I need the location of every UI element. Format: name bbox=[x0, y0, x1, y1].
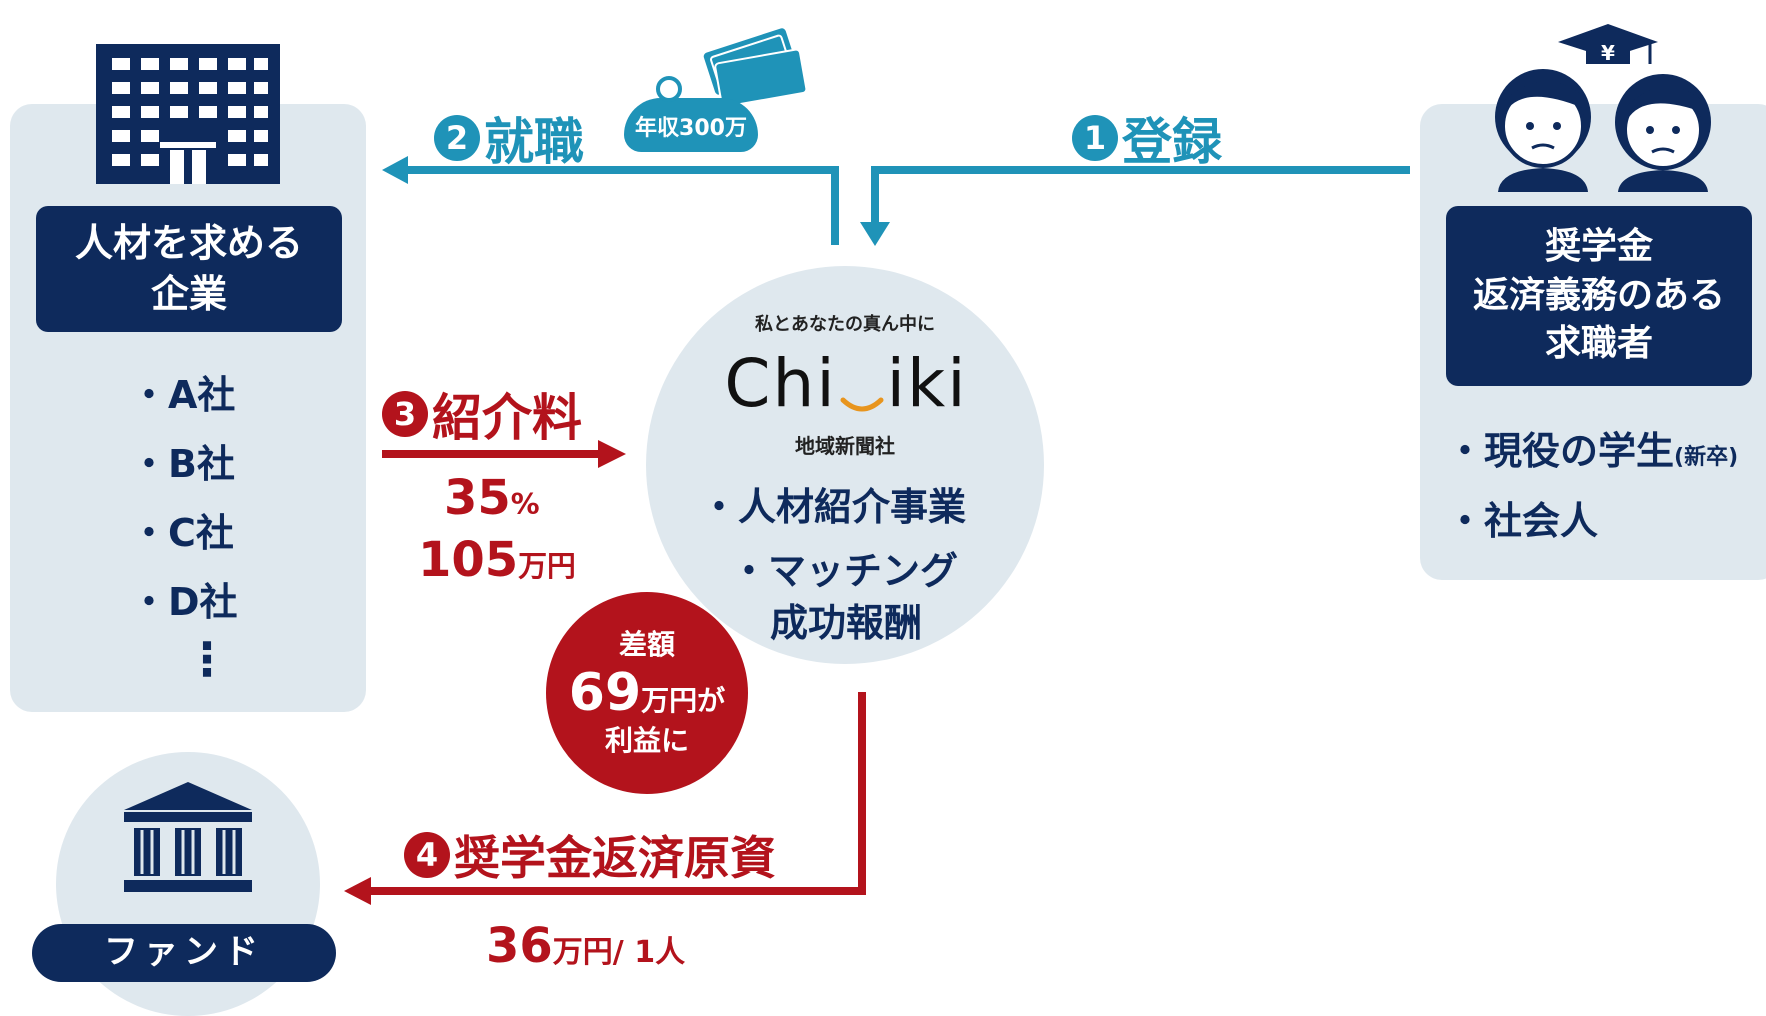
repayment-unit: 万円 bbox=[552, 935, 613, 970]
repayment-arrowhead bbox=[344, 877, 371, 905]
repayment-amount: 36万円/ 1人 bbox=[486, 918, 685, 974]
center-org-name: 地域新聞社 bbox=[795, 434, 895, 458]
step1-text: 登録 bbox=[1122, 113, 1222, 171]
center-service-2-line1: ・マッチング bbox=[730, 549, 959, 593]
center-tagline: 私とあなたの真ん中に bbox=[755, 314, 935, 335]
fund-label-box: ファンド bbox=[32, 924, 336, 982]
seeker-title-line2: 返済義務のある bbox=[1472, 274, 1725, 316]
registration-arrowhead bbox=[860, 222, 890, 246]
repayment-per: / 1人 bbox=[612, 935, 686, 970]
money-icon: ¥ bbox=[690, 20, 810, 114]
svg-text:¥: ¥ bbox=[1601, 41, 1615, 65]
fee-amount-value: 105 bbox=[418, 532, 519, 588]
center-service-1: ・人材紹介事業 bbox=[700, 485, 967, 529]
seeker-title-line1: 奨学金 bbox=[1544, 226, 1653, 268]
company-more-ellipsis: ⋮ bbox=[184, 632, 230, 686]
profit-line3: 利益に bbox=[604, 724, 689, 758]
company-panel bbox=[10, 104, 366, 712]
profit-unit: 万円が bbox=[641, 683, 726, 717]
logo-smile-icon bbox=[837, 360, 887, 422]
bank-icon bbox=[116, 780, 260, 900]
seeker-title-line3: 求職者 bbox=[1544, 323, 1653, 365]
fee-percent-unit: % bbox=[510, 487, 540, 521]
seeker-title-box: 奨学金 返済義務のある 求職者 bbox=[1446, 206, 1752, 386]
company-title-line1: 人材を求める bbox=[74, 220, 303, 265]
company-title-line2: 企業 bbox=[150, 272, 227, 316]
step4-number-badge: 4 bbox=[404, 832, 450, 878]
center-service-2-line2: 成功報酬 bbox=[770, 601, 923, 645]
students-icon: ¥ bbox=[1480, 12, 1720, 192]
step3-text: 紹介料 bbox=[432, 389, 582, 447]
step2-text: 就職 bbox=[484, 113, 584, 171]
employment-arrow bbox=[405, 166, 839, 245]
logo-left-text: Chi bbox=[724, 345, 837, 422]
step4-label: 4 奨学金返済原資 bbox=[404, 822, 776, 888]
logo-right-text: iki bbox=[886, 345, 968, 422]
company-item-c: ・C社 bbox=[130, 511, 234, 555]
fund-label: ファンド bbox=[104, 932, 264, 973]
seeker-item-worker: ・社会人 bbox=[1446, 490, 1598, 545]
purse-clasp-icon bbox=[656, 76, 682, 102]
office-building-icon bbox=[96, 44, 280, 184]
salary-purse: 年収300万 bbox=[624, 76, 758, 152]
fee-amount: 105万円 bbox=[418, 532, 576, 588]
salary-badge-text: 年収300万 bbox=[635, 116, 747, 141]
employment-arrowhead bbox=[382, 156, 408, 184]
repayment-value: 36 bbox=[486, 918, 553, 974]
fee-percent-value: 35 bbox=[444, 470, 511, 526]
company-item-a: ・A社 bbox=[130, 373, 236, 417]
profit-line1: 差額 bbox=[618, 628, 675, 662]
seeker-item-worker-label: ・社会人 bbox=[1446, 499, 1599, 543]
company-item-b: ・B社 bbox=[130, 442, 235, 486]
fee-arrowhead bbox=[598, 440, 626, 468]
step2-number-badge: 2 bbox=[434, 115, 480, 161]
step1-label: 1 登録 bbox=[1072, 102, 1222, 174]
seeker-item-student-label: ・現役の学生 bbox=[1446, 429, 1675, 473]
profit-amount: 69万円が bbox=[569, 662, 725, 724]
profit-value: 69 bbox=[568, 662, 642, 723]
registration-arrow bbox=[871, 166, 1410, 225]
chiiki-logo: Chi iki bbox=[708, 334, 984, 422]
fee-percent: 35% bbox=[444, 470, 540, 526]
step2-label: 2 就職 bbox=[434, 102, 584, 174]
step1-number-badge: 1 bbox=[1072, 115, 1118, 161]
center-circle bbox=[646, 266, 1044, 664]
seeker-item-student-note: (新卒) bbox=[1674, 445, 1739, 470]
repayment-arrow bbox=[368, 692, 866, 895]
step3-label: 3 紹介料 bbox=[382, 378, 582, 450]
profit-circle: 差額 69万円が 利益に bbox=[546, 592, 748, 794]
fee-amount-unit: 万円 bbox=[518, 549, 576, 583]
company-item-d: ・D社 bbox=[130, 580, 238, 624]
step4-text: 奨学金返済原資 bbox=[454, 831, 776, 885]
step3-number-badge: 3 bbox=[382, 391, 428, 437]
seeker-item-student: ・現役の学生(新卒) bbox=[1446, 420, 1738, 475]
company-title-box: 人材を求める 企業 bbox=[36, 206, 342, 332]
